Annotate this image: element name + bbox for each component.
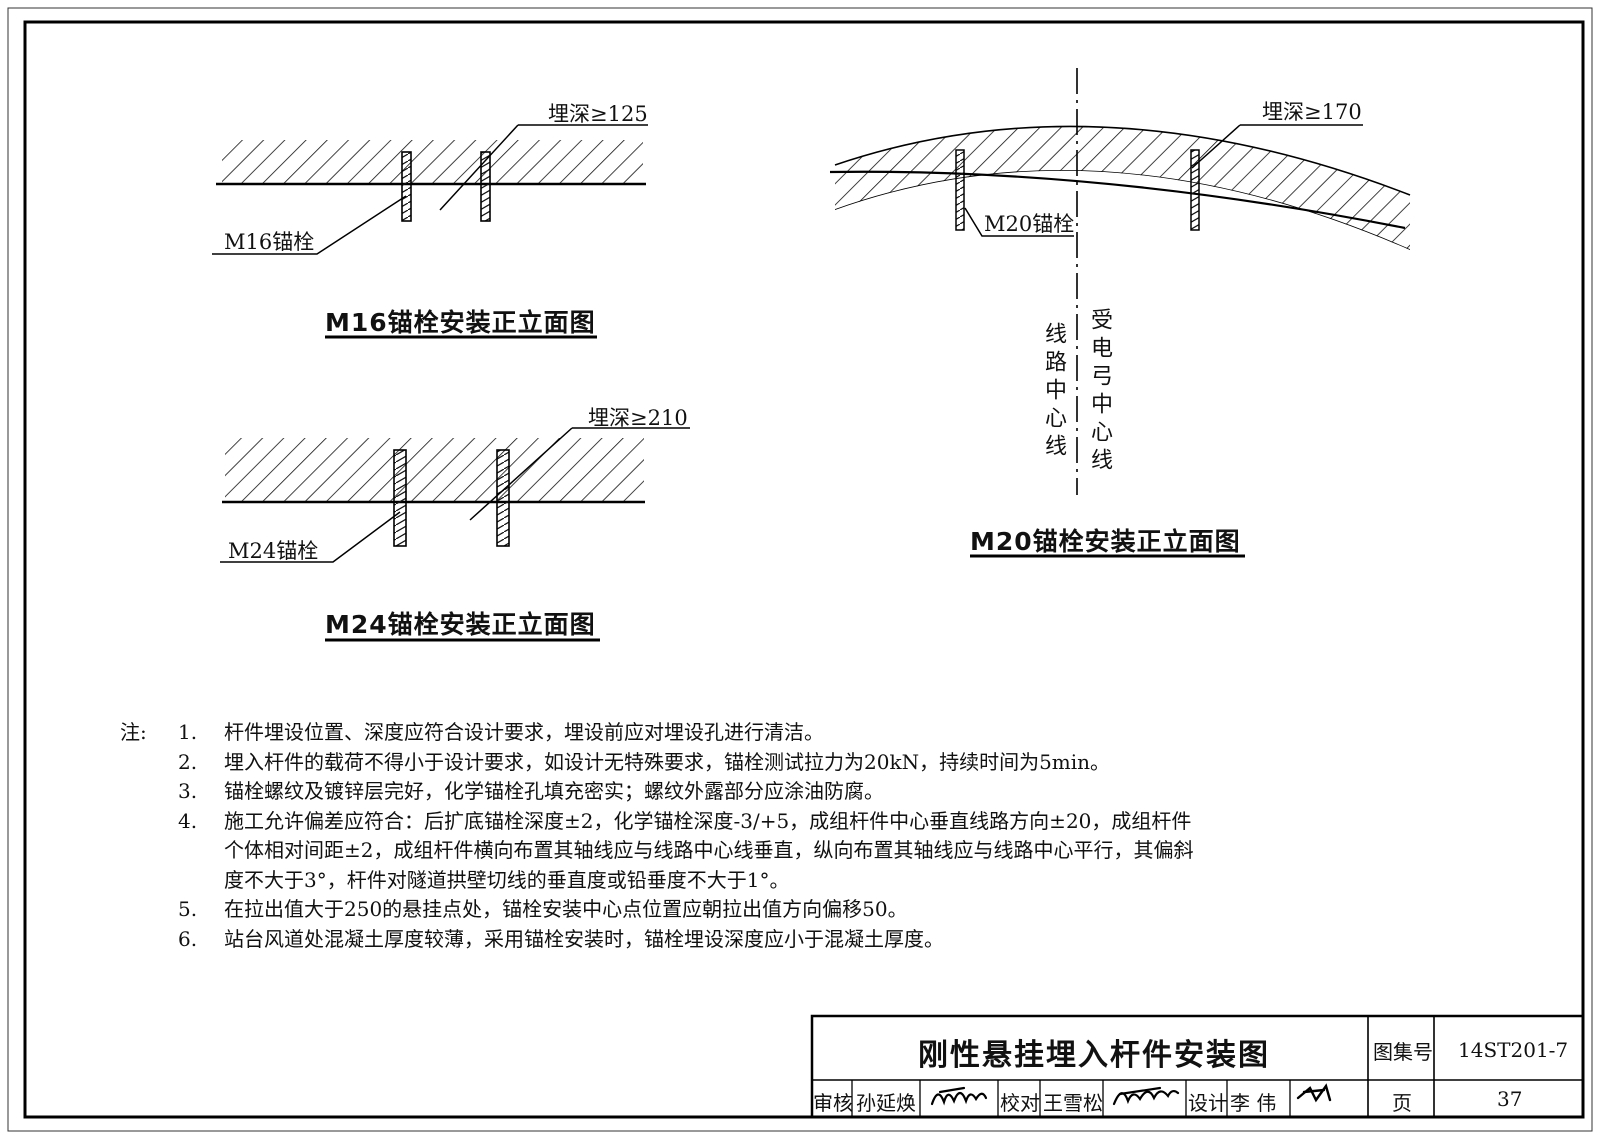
m24-bolt-right	[496, 449, 510, 547]
signature-checker	[1112, 1086, 1180, 1106]
m24-diagram	[220, 427, 690, 642]
checker-name: 王雪松	[1043, 1091, 1103, 1115]
review-label: 审核	[813, 1091, 853, 1115]
note-number: 4.	[178, 808, 198, 833]
note-number: 1.	[178, 720, 198, 744]
m24-title: M24锚栓安装正立面图	[325, 610, 596, 639]
line-center-label: 线路中心线	[1041, 322, 1066, 462]
atlas-no-label: 图集号	[1373, 1040, 1433, 1064]
note-number: 3.	[178, 779, 198, 803]
m20-arch-outline	[834, 125, 1411, 196]
note-text: 锚栓螺纹及镀锌层完好，化学锚栓孔填充密实；螺纹外露部分应涂油防腐。	[224, 779, 884, 803]
drawing-title: 刚性悬挂埋入杆件安装图	[918, 1038, 1270, 1073]
m20-arch-hatch	[835, 126, 1410, 250]
m20-arch-intrados	[829, 170, 1406, 230]
m20-bolt-label: M20锚栓	[984, 212, 1075, 236]
notes-list: 1. 杆件埋设位置、深度应符合设计要求，埋设前应对埋设孔进行清洁。 2. 埋入杆件的…	[178, 718, 1418, 954]
page-number: 37	[1497, 1087, 1523, 1111]
m24-depth-label: 埋深≥210	[588, 406, 688, 430]
m24-bolt-left	[393, 449, 407, 547]
designer-name: 李 伟	[1230, 1091, 1277, 1115]
note-item: 6. 站台风道处混凝土厚度较薄，采用锚栓安装时，锚栓埋设深度应小于混凝土厚度。	[178, 925, 1418, 955]
design-label: 设计	[1188, 1091, 1228, 1115]
inner-frame	[23, 20, 1585, 1119]
note-item: 3. 锚栓螺纹及镀锌层完好，化学锚栓孔填充密实；螺纹外露部分应涂油防腐。	[178, 777, 1418, 807]
note-text: 在拉出值大于250的悬挂点处，锚栓安装中心点位置应朝拉出值方向偏移50。	[224, 897, 908, 921]
notes-header: 注:	[120, 720, 147, 744]
m24-bolt-leader	[220, 511, 401, 563]
note-text: 埋入杆件的载荷不得小于设计要求，如设计无特殊要求，锚栓测试拉力为20kN，持续时…	[224, 749, 1111, 774]
note-number: 5.	[178, 897, 198, 921]
m16-title: M16锚栓安装正立面图	[325, 308, 596, 337]
note-item: 5. 在拉出值大于250的悬挂点处，锚栓安装中心点位置应朝拉出值方向偏移50。	[178, 895, 1418, 925]
pantograph-center-label: 受电弓中心线	[1087, 308, 1112, 476]
m20-title: M20锚栓安装正立面图	[970, 527, 1241, 556]
m16-bolt-label: M16锚栓	[224, 230, 315, 254]
note-number: 6.	[178, 926, 198, 951]
note-item: 2. 埋入杆件的载荷不得小于设计要求，如设计无特殊要求，锚栓测试拉力为20kN，持…	[178, 748, 1418, 778]
m16-bolt-left	[401, 151, 412, 222]
check-label: 校对	[1000, 1091, 1040, 1115]
m24-bolt-label: M24锚栓	[228, 539, 319, 563]
m16-bolt-right	[480, 151, 491, 222]
page-label: 页	[1392, 1091, 1412, 1115]
m24-concrete-hatch	[225, 438, 644, 502]
note-text: 施工允许偏差应符合：后扩底锚栓深度±2，化学锚栓深度-3/+5，成组杆件中心垂直…	[224, 808, 1194, 892]
note-text: 站台风道处混凝土厚度较薄，采用锚栓安装时，锚栓埋设深度应小于混凝土厚度。	[224, 926, 944, 951]
m16-diagram	[212, 124, 648, 339]
note-item: 1. 杆件埋设位置、深度应符合设计要求，埋设前应对埋设孔进行清洁。	[178, 718, 1418, 748]
signature-designer	[1296, 1083, 1332, 1103]
note-item: 4. 施工允许偏差应符合：后扩底锚栓深度±2，化学锚栓深度-3/+5，成组杆件中心…	[178, 807, 1204, 896]
signature-reviewer	[930, 1086, 988, 1106]
atlas-no: 14ST201-7	[1458, 1038, 1569, 1062]
m20-bolt-left	[955, 149, 965, 231]
m20-bolt-right	[1190, 149, 1200, 231]
m20-diagram	[829, 68, 1411, 558]
m16-bolt-leader	[212, 195, 407, 255]
outer-border	[7, 7, 1593, 1132]
reviewer-name: 孙延焕	[856, 1091, 916, 1115]
m20-depth-label: 埋深≥170	[1262, 100, 1362, 124]
m16-concrete-hatch	[222, 140, 643, 184]
note-number: 2.	[178, 749, 198, 774]
m16-depth-label: 埋深≥125	[548, 102, 648, 126]
note-text: 杆件埋设位置、深度应符合设计要求，埋设前应对埋设孔进行清洁。	[224, 720, 824, 744]
title-block-frame	[810, 1014, 1585, 1119]
m20-bolt-leader	[964, 207, 1074, 237]
